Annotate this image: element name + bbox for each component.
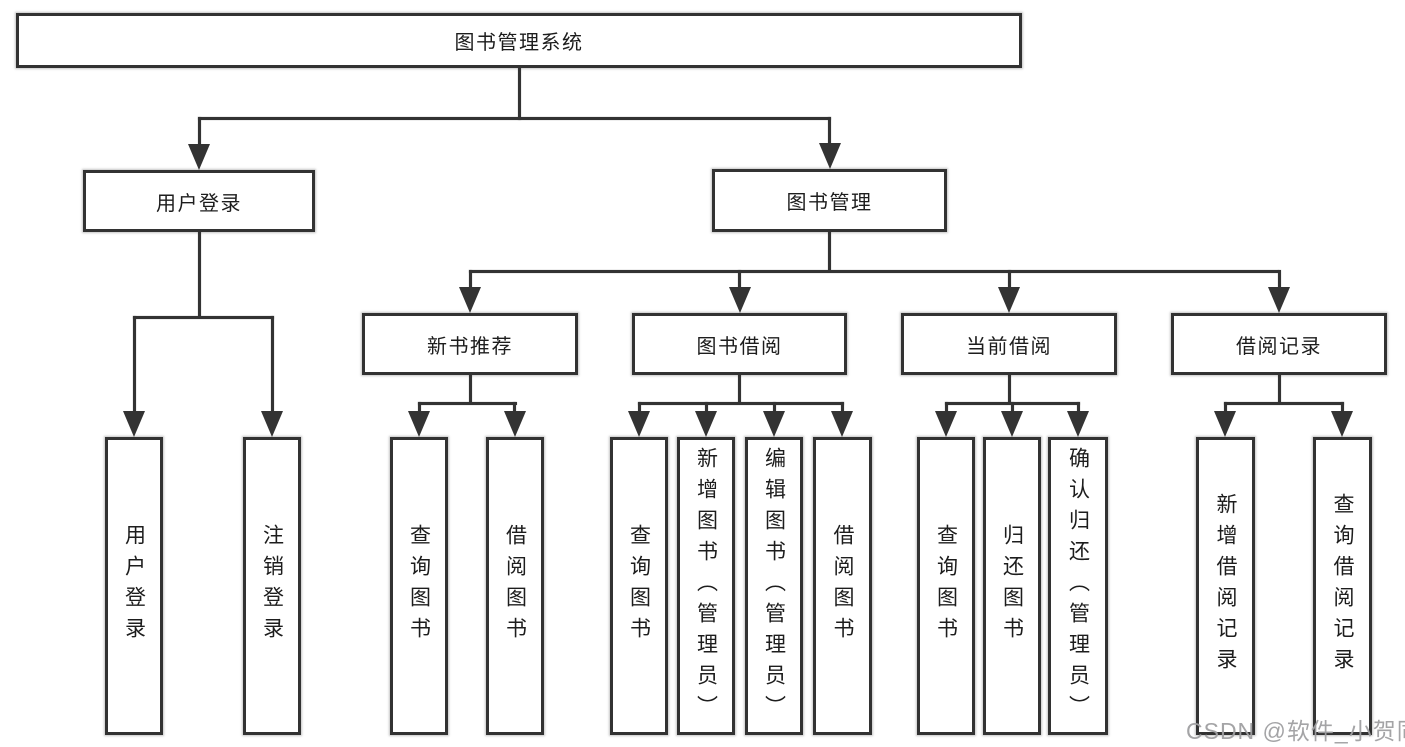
arrow-down-icon: [1001, 411, 1023, 437]
node-label: 用户登录: [156, 192, 242, 215]
node-label: 新书推荐: [427, 335, 513, 358]
node-borrowing-records: 借阅记录: [1171, 313, 1387, 375]
connector-borrowing-stub-4: [840, 402, 844, 413]
node-label: 查询借阅记录: [1331, 493, 1354, 679]
arrow-down-icon: [1331, 411, 1353, 437]
node-label: 借阅图书: [831, 524, 854, 648]
leaf-records-add-record: 新增借阅记录: [1196, 437, 1255, 735]
leaf-current-query-books: 查询图书: [917, 437, 975, 735]
arrow-down-icon: [1067, 411, 1089, 437]
node-label: 编辑图书（管理员）: [762, 446, 786, 726]
arrow-down-icon: [408, 411, 430, 437]
leaf-borrowing-borrow-books: 借阅图书: [813, 437, 872, 735]
connector-userlogin-vline: [197, 232, 201, 318]
connector-current-stub-3: [1076, 402, 1080, 413]
connector-recommend-stub-2: [513, 402, 516, 413]
arrow-down-icon: [1268, 287, 1290, 313]
arrow-down-icon: [188, 144, 210, 170]
arrow-down-icon: [998, 287, 1020, 313]
arrow-down-icon: [459, 287, 481, 313]
node-new-book-recommend: 新书推荐: [362, 313, 578, 375]
connector-borrowing-hline: [637, 402, 844, 405]
connector-borrowing-stub-2: [704, 402, 708, 413]
node-label: 借阅图书: [503, 524, 527, 648]
arrow-down-icon: [728, 287, 751, 313]
node-label: 确认归还（管理员）: [1066, 446, 1090, 726]
leaf-current-return-books: 归还图书: [983, 437, 1041, 735]
node-label: 查询图书: [934, 524, 958, 648]
node-label: 用户登录: [122, 524, 146, 648]
connector-bookmgmt-stub-3: [1007, 270, 1011, 290]
connector-userlogin-stub-2: [270, 316, 274, 413]
leaf-borrowing-edit-books-admin: 编辑图书（管理员）: [745, 437, 803, 735]
leaf-borrowing-add-books-admin: 新增图书（管理员）: [677, 437, 735, 735]
connector-records-stub-1: [1223, 402, 1227, 413]
leaf-user-login: 用户登录: [105, 437, 163, 735]
connector-userlogin-stub-1: [132, 316, 136, 413]
leaf-records-query-record: 查询借阅记录: [1313, 437, 1372, 735]
node-current-borrowing: 当前借阅: [901, 313, 1117, 375]
arrow-down-icon: [935, 411, 957, 437]
arrow-down-icon: [503, 411, 526, 437]
connector-bookmgmt-stub-2: [738, 270, 741, 290]
connector-records-stub-2: [1340, 402, 1344, 413]
node-label: 新增借阅记录: [1214, 493, 1237, 679]
leaf-current-confirm-return-admin: 确认归还（管理员）: [1048, 437, 1108, 735]
node-label: 图书借阅: [696, 335, 783, 358]
node-label: 查询图书: [627, 524, 651, 648]
node-label: 图书管理系统: [454, 32, 584, 54]
node-label: 查询图书: [407, 524, 431, 648]
node-label: 当前借阅: [966, 335, 1052, 358]
connector-records-hline: [1223, 402, 1344, 405]
arrow-down-icon: [261, 411, 283, 437]
connector-current-stub-2: [1010, 402, 1014, 413]
connector-root-hline: [197, 117, 831, 120]
connector-root-stub-right: [828, 117, 831, 145]
node-book-management: 图书管理: [712, 169, 947, 232]
node-label: 注销登录: [260, 524, 284, 648]
connector-userlogin-hline: [132, 316, 274, 319]
arrow-down-icon: [628, 411, 650, 437]
node-library-management-system: 图书管理系统: [16, 13, 1022, 68]
connector-borrowing-vline: [738, 375, 741, 404]
connector-borrowing-stub-1: [637, 402, 641, 413]
connector-bookmgmt-vline: [828, 232, 831, 272]
arrow-down-icon: [818, 143, 841, 169]
arrow-down-icon: [123, 411, 145, 437]
connector-recommend-stub-1: [417, 402, 421, 413]
connector-recommend-vline: [468, 375, 472, 404]
leaf-recommend-query-books: 查询图书: [390, 437, 448, 735]
connector-records-vline: [1277, 375, 1281, 404]
arrow-down-icon: [831, 411, 853, 437]
connector-borrowing-stub-3: [772, 402, 776, 413]
connector-bookmgmt-hline: [468, 270, 1279, 273]
arrow-down-icon: [695, 411, 717, 437]
node-user-login: 用户登录: [83, 170, 315, 232]
watermark-text: CSDN @软件_小贺同学: [1186, 718, 1405, 744]
arrow-down-icon: [1214, 411, 1236, 437]
node-label: 归还图书: [1000, 524, 1024, 648]
connector-current-stub-1: [944, 402, 948, 413]
leaf-borrowing-query-books: 查询图书: [610, 437, 668, 735]
connector-bookmgmt-stub-4: [1277, 270, 1281, 290]
connector-root-stub-left: [197, 117, 201, 146]
connector-current-vline: [1007, 375, 1011, 404]
node-book-borrowing: 图书借阅: [632, 313, 847, 375]
connector-recommend-hline: [417, 402, 517, 405]
node-label: 借阅记录: [1236, 335, 1322, 358]
node-label: 图书管理: [786, 192, 873, 214]
leaf-recommend-borrow-books: 借阅图书: [486, 437, 544, 735]
leaf-logout: 注销登录: [243, 437, 301, 735]
node-label: 新增图书（管理员）: [694, 446, 718, 726]
connector-root-vline: [518, 68, 521, 120]
connector-bookmgmt-stub-1: [468, 270, 472, 290]
arrow-down-icon: [763, 411, 785, 437]
